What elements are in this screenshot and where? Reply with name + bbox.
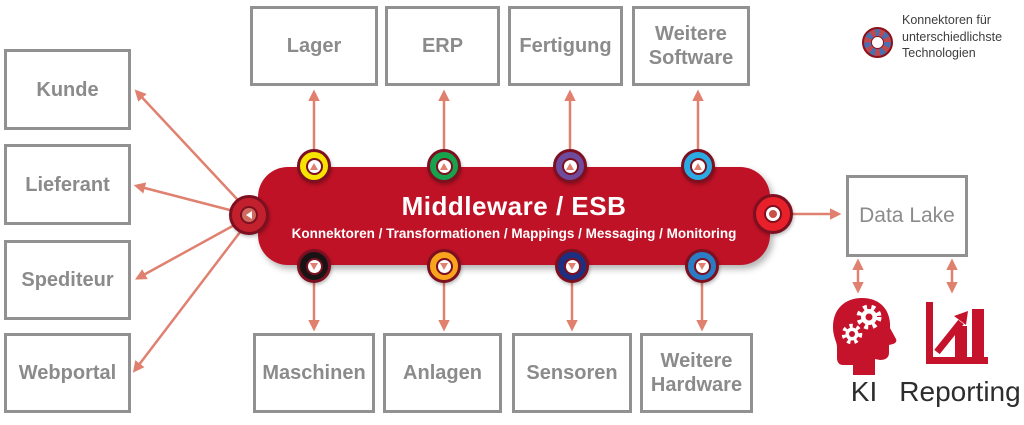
- reporting-label: Reporting: [899, 376, 1021, 407]
- connector-legend-icon: [862, 27, 893, 58]
- connector-amber: [427, 249, 461, 283]
- connector-right-red: [753, 194, 793, 234]
- legend: Konnektoren für unterschiedlichste Techn…: [862, 12, 1020, 62]
- arrow-to-kunde: [134, 89, 251, 214]
- node-webportal: Webportal: [4, 333, 131, 413]
- node-kunde: Kunde: [4, 49, 131, 130]
- node-erp: ERP: [385, 6, 500, 86]
- middleware-esb-bar: Middleware / ESB Konnektoren / Transform…: [258, 167, 770, 265]
- node-label: Spediteur: [21, 269, 114, 291]
- node-lieferant: Lieferant: [4, 144, 131, 225]
- node-lager: Lager: [250, 6, 378, 86]
- node-data-lake: Data Lake: [846, 175, 968, 257]
- node-label: Lieferant: [25, 173, 110, 196]
- node-label: Kunde: [36, 78, 99, 101]
- ki-label: KI: [850, 376, 878, 407]
- middleware-title: Middleware / ESB: [401, 191, 627, 221]
- node-anlagen: Anlagen: [383, 333, 502, 413]
- connector-black: [297, 249, 331, 283]
- node-label: Lager: [286, 35, 342, 57]
- arrow-to-webportal: [132, 218, 251, 373]
- node-label: Weitere Software: [648, 23, 734, 69]
- connector-navy: [555, 249, 589, 283]
- node-weitere-software: Weitere Software: [632, 6, 750, 86]
- connector-blue: [685, 249, 719, 283]
- node-label: Fertigung: [519, 35, 612, 57]
- node-spediteur: Spediteur: [4, 240, 131, 320]
- connector-green: [427, 149, 461, 183]
- node-label: Sensoren: [526, 362, 618, 384]
- node-label: Maschinen: [262, 362, 366, 384]
- node-label: Data Lake: [859, 204, 955, 228]
- legend-text: Konnektoren für unterschiedlichste Techn…: [902, 13, 1003, 60]
- reporting-chart-icon: [926, 302, 988, 364]
- node-fertigung: Fertigung: [508, 6, 623, 86]
- connector-lightblue: [681, 149, 715, 183]
- connector-purple: [553, 149, 587, 183]
- node-label: ERP: [421, 35, 464, 57]
- middleware-subtitle: Konnektoren / Transformationen / Mapping…: [291, 226, 737, 241]
- node-label: Weitere Hardware: [650, 350, 743, 396]
- gear-icon: [856, 304, 882, 330]
- connector-yellow: [297, 149, 331, 183]
- node-label: Anlagen: [403, 362, 482, 384]
- node-sensoren: Sensoren: [512, 333, 632, 413]
- node-weitere-hardware: Weitere Hardware: [640, 333, 753, 413]
- connector-left-red: [229, 195, 269, 235]
- gear-icon: [841, 323, 863, 345]
- node-label: Webportal: [18, 362, 117, 384]
- node-maschinen: Maschinen: [253, 333, 375, 413]
- ki-brain-icon: [833, 298, 897, 375]
